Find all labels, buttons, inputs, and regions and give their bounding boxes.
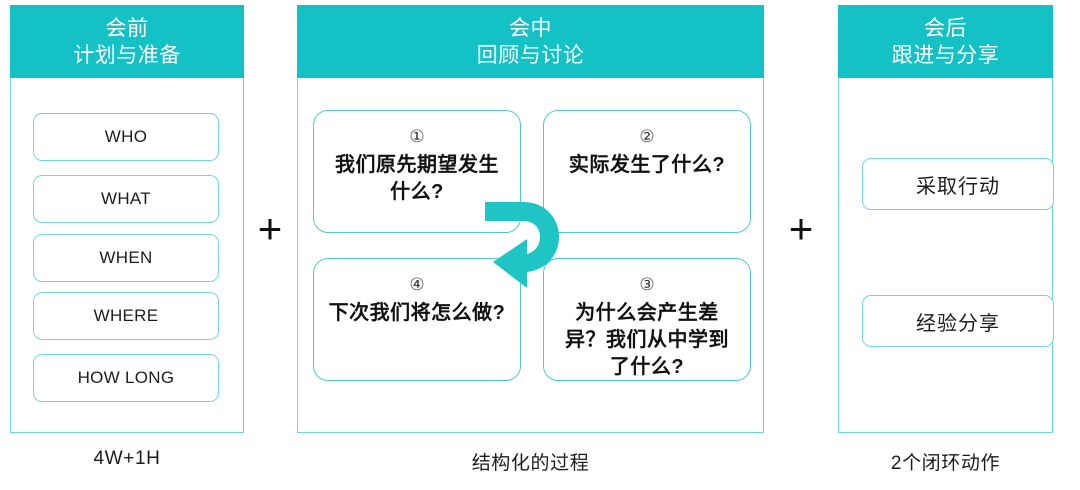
caption-during-meeting: 结构化的过程 bbox=[471, 453, 590, 474]
question-card-4-text: 下次我们将怎么做? bbox=[328, 302, 506, 324]
pill-who[interactable]: WHO bbox=[33, 113, 219, 161]
question-card-1-number: ① bbox=[409, 127, 425, 146]
panel-header-during-meeting: 会中 回顾与讨论 bbox=[297, 5, 764, 79]
pill-what[interactable]: WHAT bbox=[33, 175, 219, 223]
pill-how-long-label: HOW LONG bbox=[77, 368, 175, 387]
caption-pre-meeting: 4W+1H bbox=[93, 448, 161, 469]
question-card-3[interactable]: ③ 为什么会产生差异？我们从中学到了什么? bbox=[543, 258, 751, 381]
pill-where-label: WHERE bbox=[93, 306, 159, 325]
curved-loop-arrow-icon bbox=[485, 202, 559, 288]
pill-what-label: WHAT bbox=[101, 189, 151, 208]
panel-post-meeting bbox=[838, 78, 1053, 433]
panel-header-pre-meeting-line1: 会前 bbox=[105, 16, 149, 40]
panel-header-post-meeting: 会后 跟进与分享 bbox=[838, 5, 1053, 79]
pill-share-experience-label: 经验分享 bbox=[916, 312, 1000, 335]
pill-when-label: WHEN bbox=[99, 248, 153, 267]
plus-icon-2: + bbox=[788, 205, 814, 252]
panel-header-post-meeting-line2: 跟进与分享 bbox=[891, 44, 1000, 67]
question-card-2[interactable]: ② 实际发生了什么? bbox=[543, 110, 751, 233]
plus-connector-1: + bbox=[248, 205, 292, 253]
panel-header-during-meeting-line1: 会中 bbox=[509, 16, 552, 40]
pill-take-action-label: 采取行动 bbox=[916, 175, 1000, 198]
plus-icon-1: + bbox=[257, 205, 283, 252]
pill-how-long[interactable]: HOW LONG bbox=[33, 354, 219, 402]
question-card-2-text: 实际发生了什么? bbox=[568, 154, 726, 176]
question-card-1-text: 我们原先期望发生什么? bbox=[335, 154, 499, 203]
pill-take-action[interactable]: 采取行动 bbox=[862, 158, 1054, 210]
panel-header-post-meeting-line1: 会后 bbox=[924, 16, 967, 40]
pill-who-label: WHO bbox=[104, 127, 148, 146]
caption-post-meeting: 2个闭环动作 bbox=[890, 453, 1001, 474]
pill-where[interactable]: WHERE bbox=[33, 292, 219, 340]
pill-share-experience[interactable]: 经验分享 bbox=[862, 295, 1054, 347]
panel-header-pre-meeting-line2: 计划与准备 bbox=[73, 44, 181, 67]
question-card-2-number: ② bbox=[639, 127, 655, 146]
panel-header-pre-meeting: 会前 计划与准备 bbox=[10, 5, 244, 79]
plus-connector-2: + bbox=[772, 205, 830, 253]
question-card-4[interactable]: ④ 下次我们将怎么做? bbox=[313, 258, 521, 381]
question-card-3-number: ③ bbox=[639, 275, 655, 294]
panel-header-during-meeting-line2: 回顾与讨论 bbox=[476, 44, 585, 67]
question-card-3-text: 为什么会产生差异？我们从中学到了什么? bbox=[565, 302, 729, 378]
pill-when[interactable]: WHEN bbox=[33, 234, 219, 282]
question-card-4-number: ④ bbox=[409, 275, 425, 294]
